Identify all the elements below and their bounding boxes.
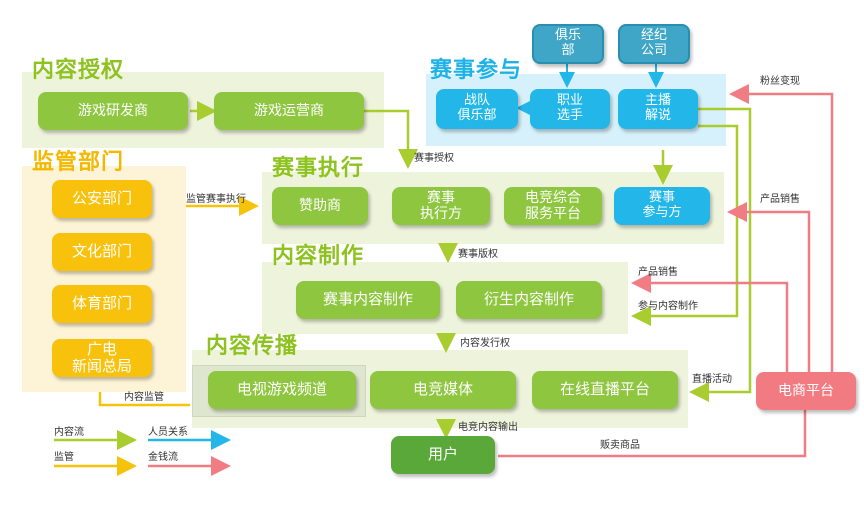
label-fan-monetization: 粉丝变现 xyxy=(760,76,800,87)
node-ecommerce[interactable]: 电商平台 xyxy=(756,372,856,410)
edge-streamer-live xyxy=(689,107,752,402)
label-live-activity: 直播活动 xyxy=(692,374,732,385)
section-title-content-license: 内容授权 xyxy=(32,58,125,83)
node-game-developer[interactable]: 游戏研发商 xyxy=(38,92,188,130)
label-event-copyright: 赛事版权 xyxy=(458,249,498,260)
edge-product-sales-participant xyxy=(727,202,811,382)
edge-fans-monetization xyxy=(729,84,834,382)
node-sarft[interactable]: 广电 新闻总局 xyxy=(52,339,152,377)
label-sell-goods: 贩卖商品 xyxy=(600,440,640,451)
edge-product-sales-production xyxy=(631,273,789,382)
section-title-content-production: 内容制作 xyxy=(272,244,365,269)
node-tv-channel[interactable]: 电视游戏频道 xyxy=(208,371,356,409)
legend-personnel: 人员关系 xyxy=(148,427,188,438)
node-public-security[interactable]: 公安部门 xyxy=(52,180,152,218)
node-agency[interactable]: 经纪 公司 xyxy=(618,24,690,64)
node-esports-media[interactable]: 电竞媒体 xyxy=(370,371,516,409)
node-game-operator[interactable]: 游戏运营商 xyxy=(214,92,364,130)
node-pro-player[interactable]: 职业 选手 xyxy=(530,89,610,129)
node-event-executor[interactable]: 赛事 执行方 xyxy=(392,187,490,225)
node-derivative-content[interactable]: 衍生内容制作 xyxy=(456,281,602,319)
section-title-event-execution: 赛事执行 xyxy=(272,156,365,181)
edge-content-regulation xyxy=(98,392,190,407)
label-product-sales-2: 产品销售 xyxy=(638,267,678,278)
node-streamer[interactable]: 主播 解说 xyxy=(618,89,698,129)
node-team-club[interactable]: 战队 俱乐部 xyxy=(436,89,518,129)
legend-money: 金钱流 xyxy=(148,452,178,463)
node-sports-dept[interactable]: 体育部门 xyxy=(52,285,152,323)
node-user[interactable]: 用户 xyxy=(391,436,495,474)
label-product-sales-1: 产品销售 xyxy=(760,194,800,205)
node-event-participant[interactable]: 赛事 参与方 xyxy=(614,187,710,225)
label-event-license: 赛事授权 xyxy=(414,153,454,164)
label-distribution-rights: 内容发行权 xyxy=(460,338,510,349)
node-club[interactable]: 俱乐 部 xyxy=(532,24,604,64)
label-join-production: 参与内容制作 xyxy=(638,301,698,312)
legend-regulation: 监管 xyxy=(54,452,74,463)
node-esports-service[interactable]: 电竞综合 服务平台 xyxy=(504,187,602,225)
edge-operator-execution xyxy=(364,109,418,169)
node-culture-dept[interactable]: 文化部门 xyxy=(52,233,152,271)
legend-content-flow: 内容流 xyxy=(54,427,84,438)
section-title-regulators: 监管部门 xyxy=(32,150,125,175)
label-content-regulation: 内容监管 xyxy=(124,392,164,403)
label-esports-output: 电竞内容输出 xyxy=(458,422,518,433)
edge-sell-goods xyxy=(498,408,807,458)
node-sponsor[interactable]: 赞助商 xyxy=(272,187,368,225)
section-title-content-distribution: 内容传播 xyxy=(206,334,299,359)
node-event-content[interactable]: 赛事内容制作 xyxy=(296,281,440,319)
section-title-event-participation: 赛事参与 xyxy=(430,58,523,83)
label-regulate-execution: 监管赛事执行 xyxy=(186,194,246,205)
node-live-platform[interactable]: 在线直播平台 xyxy=(532,371,678,409)
